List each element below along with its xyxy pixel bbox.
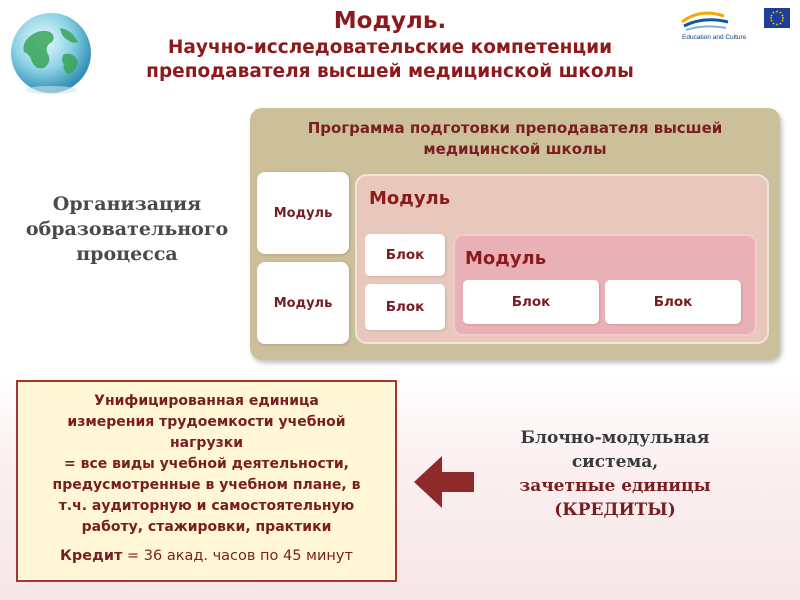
- left-arrow-icon: [408, 450, 478, 514]
- credit-text-line-1: Унифицированная единица: [18, 391, 395, 412]
- credit-text-line-4: = все виды учебной деятельности,: [18, 454, 395, 475]
- block-system-line-3: зачетные единицы: [470, 474, 760, 498]
- program-title: Программа подготовки преподавателя высше…: [250, 118, 780, 160]
- organization-line-2: образовательного: [12, 217, 242, 242]
- inner-block-2: Блок: [605, 280, 741, 324]
- program-title-line-2: медицинской школы: [250, 139, 780, 160]
- title-line-2: Научно-исследовательские компетенции: [100, 36, 680, 60]
- credit-definition-box: Унифицированная единица измерения трудое…: [16, 380, 397, 582]
- outer-block-2: Блок: [365, 284, 445, 330]
- block-system-line-4: (КРЕДИТЫ): [470, 498, 760, 522]
- outer-block-1: Блок: [365, 234, 445, 276]
- outer-module-title: Модуль: [369, 188, 450, 209]
- credit-label: Кредит: [60, 548, 122, 564]
- svg-text:Education and Culture: Education and Culture: [682, 34, 747, 41]
- inner-module: Модуль Блок Блок: [453, 234, 757, 336]
- organization-line-3: процесса: [12, 242, 242, 267]
- credit-text-line-2: измерения трудоемкости учебной: [18, 412, 395, 433]
- side-module-1: Модуль: [257, 172, 349, 254]
- outer-module: Модуль Блок Блок Модуль Блок Блок: [355, 174, 769, 344]
- page-title: Модуль. Научно-исследовательские компете…: [100, 6, 680, 84]
- title-line-3: преподавателя высшей медицинской школы: [100, 60, 680, 84]
- block-system-line-1: Блочно-модульная: [470, 426, 760, 450]
- organization-label: Организация образовательного процесса: [12, 192, 242, 267]
- inner-block-1: Блок: [463, 280, 599, 324]
- credit-definition: Кредит = 36 акад. часов по 45 минут: [18, 546, 395, 567]
- organization-line-1: Организация: [12, 192, 242, 217]
- block-system-line-2: система,: [470, 450, 760, 474]
- credit-text-line-7: работу, стажировки, практики: [18, 517, 395, 538]
- credit-value: = 36 акад. часов по 45 минут: [127, 548, 353, 564]
- side-module-2: Модуль: [257, 262, 349, 344]
- block-system-label: Блочно-модульная система, зачетные едини…: [470, 426, 760, 522]
- credit-text-line-5: предусмотренные в учебном плане, в: [18, 475, 395, 496]
- program-panel: Программа подготовки преподавателя высше…: [250, 108, 780, 360]
- inner-module-title: Модуль: [465, 248, 546, 269]
- education-culture-logo: Education and Culture: [680, 6, 792, 42]
- credit-text-line-3: нагрузки: [18, 433, 395, 454]
- globe-icon: [8, 10, 94, 96]
- credit-text-line-6: т.ч. аудиторную и самостоятельную: [18, 496, 395, 517]
- title-line-1: Модуль.: [100, 6, 680, 36]
- program-title-line-1: Программа подготовки преподавателя высше…: [250, 118, 780, 139]
